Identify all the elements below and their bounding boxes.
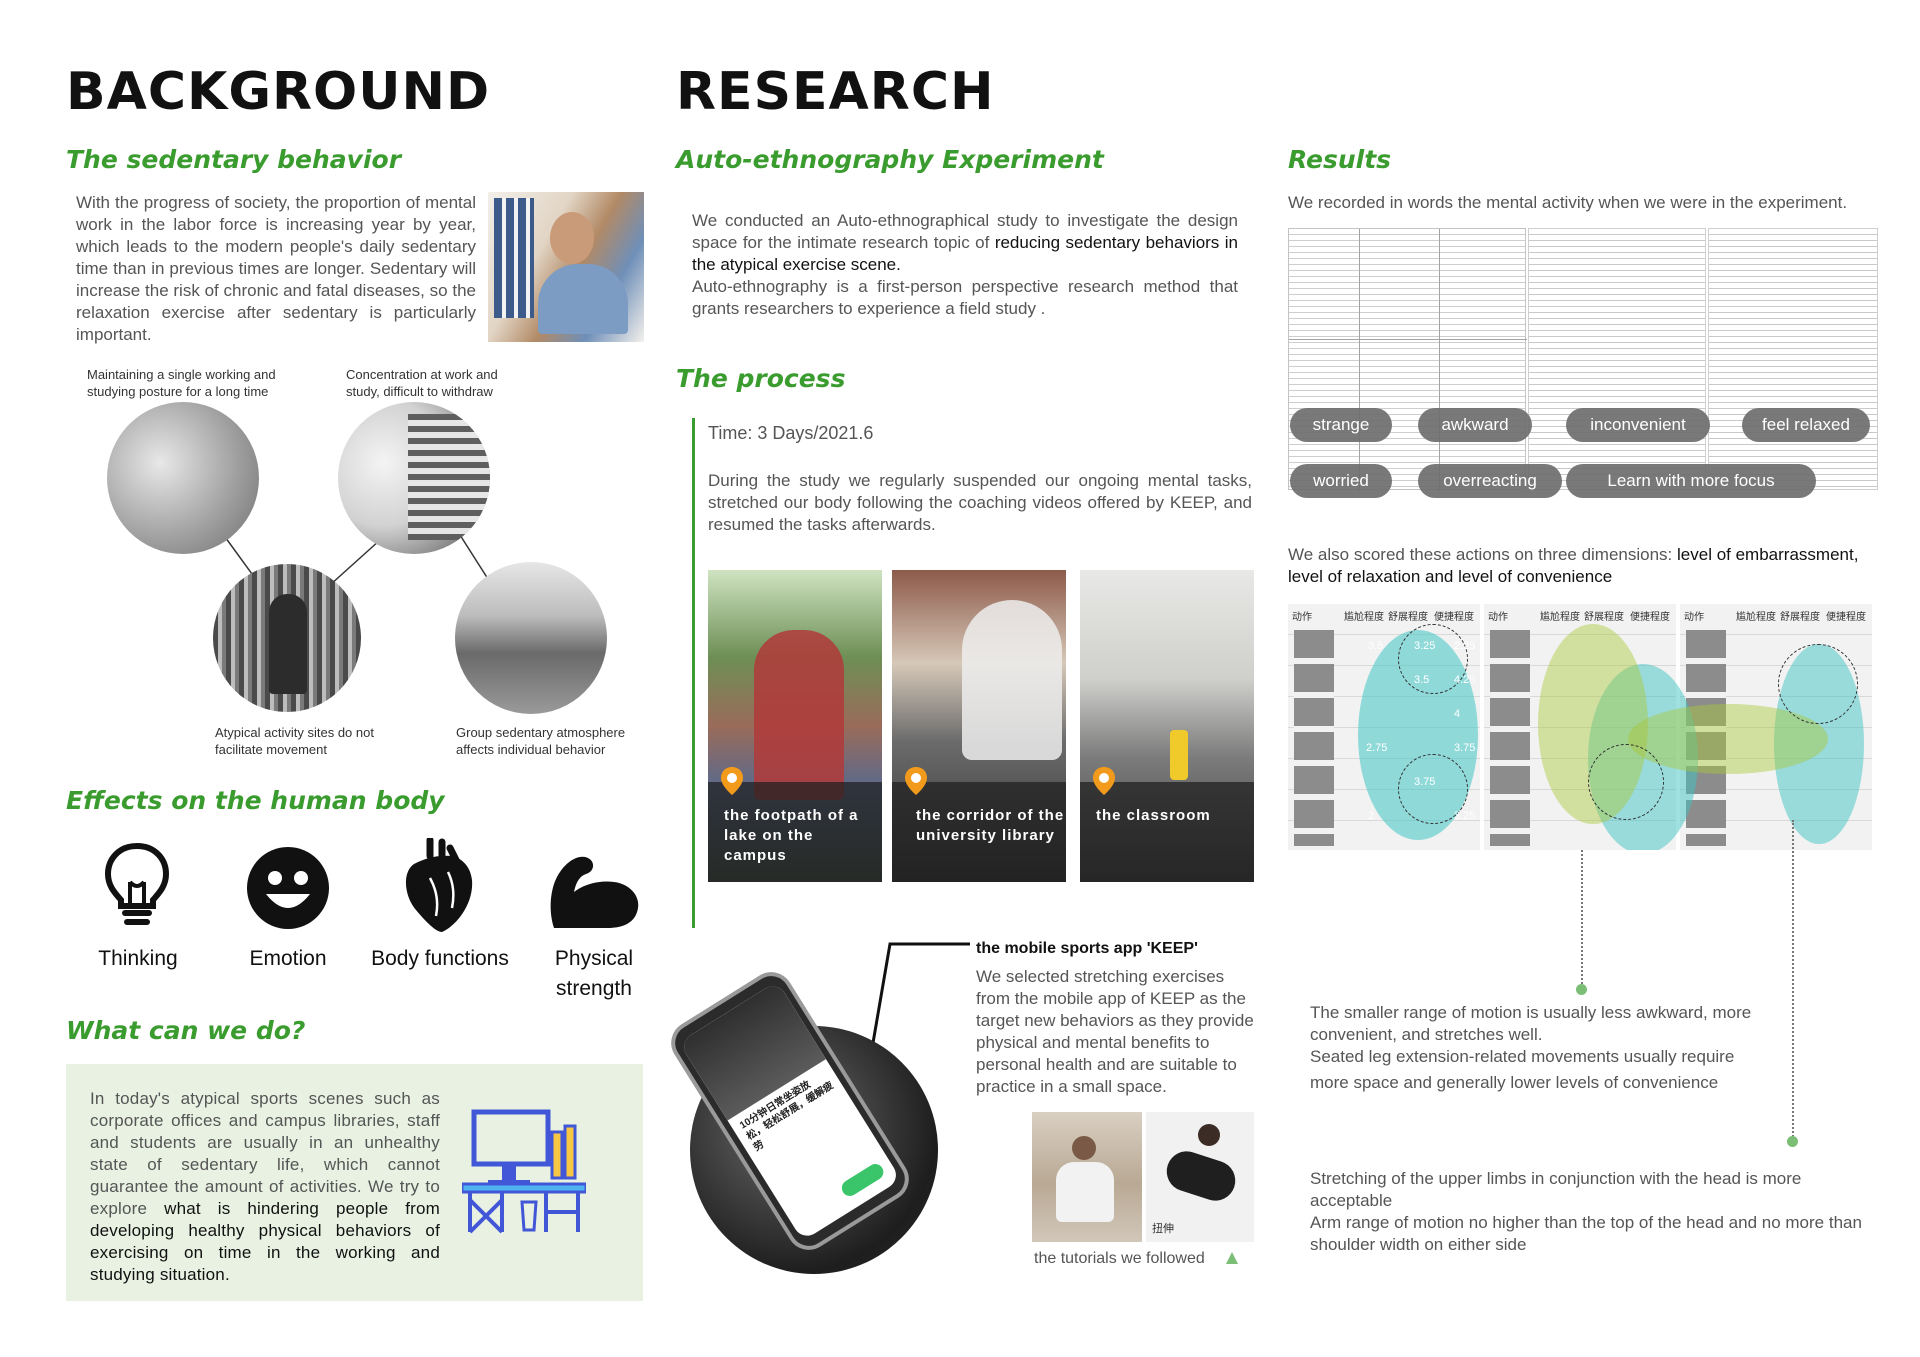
dashed-focus-circle [1588,744,1664,820]
location-pin-icon [905,767,927,795]
finding2-text: Stretching of the upper limbs in conjunc… [1310,1169,1862,1254]
group-study-room-photo [455,562,607,714]
factor-posture-label: Maintaining a single working and studyin… [87,367,276,399]
effects-heading: Effects on the human body [66,786,445,815]
feeling-tag-strange: strange [1290,408,1392,442]
desk-workstation-icon [462,1109,586,1234]
what-text: In today's atypical sports scenes such a… [90,1089,440,1284]
feeling-tag-learn-focus: Learn with more focus [1566,464,1816,498]
heart-icon [405,838,473,932]
feeling-tag-worried: worried [1290,464,1392,498]
feeling-tag-feel-relaxed: feel relaxed [1742,408,1870,442]
factor-concentration-label: Concentration at work and study, difficu… [346,367,498,399]
working-posture-photo [107,402,259,554]
process-time: Time: 3 Days/2021.6 [708,423,874,443]
keep-text: We selected stretching exercises from th… [976,967,1254,1096]
triangle-marker-icon [1226,1252,1238,1264]
dashed-focus-circle [1398,754,1468,824]
process-timeline-bar [692,418,695,928]
tutorial-seated-stretch-photo [1032,1112,1142,1242]
record-diary-doc [1708,228,1878,490]
factor-atmosphere-label: Group sedentary atmosphere affects indiv… [456,725,626,757]
tutorial-lunge-stretch-photo: 扭伸 [1146,1112,1254,1242]
results-heading: Results [1288,145,1392,174]
auto-ethnography-text: We conducted an Auto-ethnographical stud… [692,211,1239,318]
scores-intro: We also scored these actions on three di… [1288,545,1859,586]
sedentary-heading: The sedentary behavior [66,145,402,174]
results-intro: We recorded in words the mental activity… [1288,193,1848,212]
keep-heading: the mobile sports app 'KEEP' [976,940,1198,957]
finding1-connector [1581,850,1583,988]
lightbulb-icon [104,842,170,925]
action-thumbnails-1 [1294,630,1334,846]
factor-sites-label: Atypical activity sites do not facilitat… [215,725,374,757]
finding2-dot [1787,1136,1798,1147]
sedentary-text: With the progress of society, the propor… [76,193,476,344]
record-table-doc [1288,228,1527,491]
keep-callout-line [866,942,970,1073]
research-title: RESEARCH [676,62,995,122]
record-notes-doc [1528,228,1706,490]
score-heatmap-panel: 动作 尴尬程度 舒展程度 便捷程度 动作 尴尬程度 舒展程度 便捷程度 动作 尴… [1288,604,1878,850]
dashed-focus-circle [1778,644,1858,724]
process-heading: The process [676,364,846,393]
studying-woman-photo [488,192,644,342]
tutorial-caption: the tutorials we followed [1034,1250,1205,1267]
location-pin-icon [1093,767,1115,795]
effect-physical-strength-label: Physical strength [554,947,634,1000]
flexed-arm-icon [550,856,639,928]
location-pin-icon [721,767,743,795]
feeling-tag-inconvenient: inconvenient [1566,408,1710,442]
smiley-face-icon [247,847,329,929]
auto-ethnography-heading: Auto-ethnography Experiment [676,145,1104,174]
library-aisle-photo [213,564,361,712]
finding1-dot [1576,984,1587,995]
classroom-photo: the classroom [1080,570,1254,882]
tutorial-photo-tag: 扭伸 [1152,1223,1174,1235]
effect-emotion-label: Emotion [249,947,327,970]
location-label-classroom: the classroom [1096,807,1211,824]
effect-body-functions-label: Body functions [371,947,509,970]
action-thumbnails-2 [1490,630,1530,846]
book-stack-photo [338,402,490,554]
dashed-focus-circle [1398,624,1468,694]
effect-thinking-label: Thinking [98,947,178,970]
background-title: BACKGROUND [66,62,491,122]
feeling-tag-awkward: awkward [1418,408,1532,442]
finding1-text: The smaller range of motion is usually l… [1310,1003,1752,1092]
what-heading: What can we do? [66,1016,306,1045]
feeling-tag-overreacting: overreacting [1418,464,1562,498]
what-panel: In today's atypical sports scenes such a… [66,1064,643,1301]
finding2-connector [1792,820,1794,1140]
process-text: During the study we regularly suspended … [708,471,1252,534]
